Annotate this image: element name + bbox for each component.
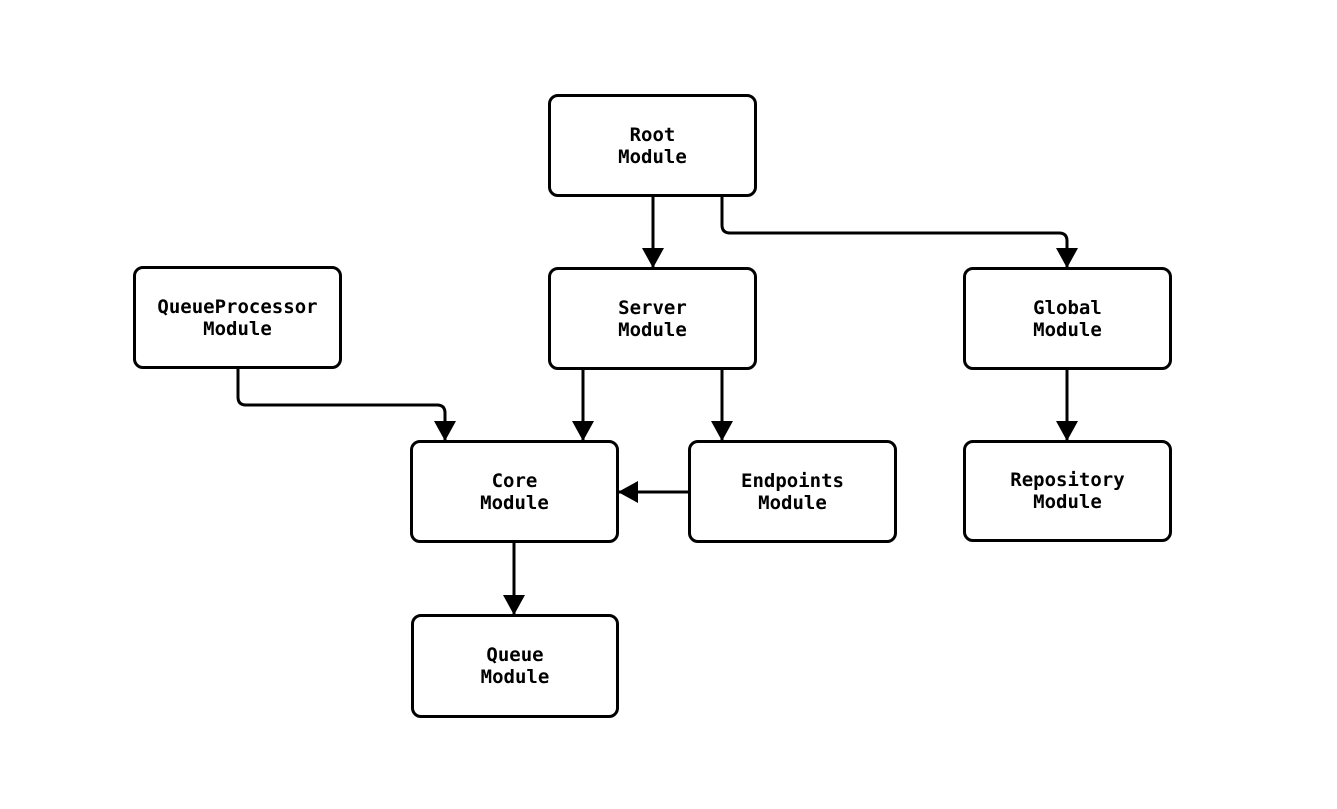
node-label-queue-module: Queue Module — [480, 644, 550, 688]
node-global-module: Global Module — [963, 267, 1172, 370]
node-label-repository-module: Repository Module — [1010, 469, 1125, 513]
node-label-server-module: Server Module — [618, 296, 687, 341]
node-core-module: Core Module — [410, 440, 619, 543]
node-queueprocessor-module: QueueProcessor Module — [133, 266, 342, 369]
node-label-core-module: Core Module — [480, 469, 549, 514]
node-label-root-module: Root Module — [618, 123, 687, 168]
node-endpoints-module: Endpoints Module — [688, 440, 897, 543]
node-queue-module: Queue Module — [411, 614, 619, 718]
edge-queueprocessor-to-core — [236, 369, 456, 441]
edge-root-to-global — [720, 197, 1078, 268]
node-server-module: Server Module — [548, 267, 757, 370]
edges-group — [236, 197, 1078, 615]
node-repository-module: Repository Module — [963, 440, 1172, 542]
node-root-module: Root Module — [548, 94, 757, 197]
node-label-endpoints-module: Endpoints Module — [741, 469, 844, 514]
node-label-queueprocessor-module: QueueProcessor Module — [157, 295, 318, 340]
node-label-global-module: Global Module — [1033, 296, 1102, 341]
